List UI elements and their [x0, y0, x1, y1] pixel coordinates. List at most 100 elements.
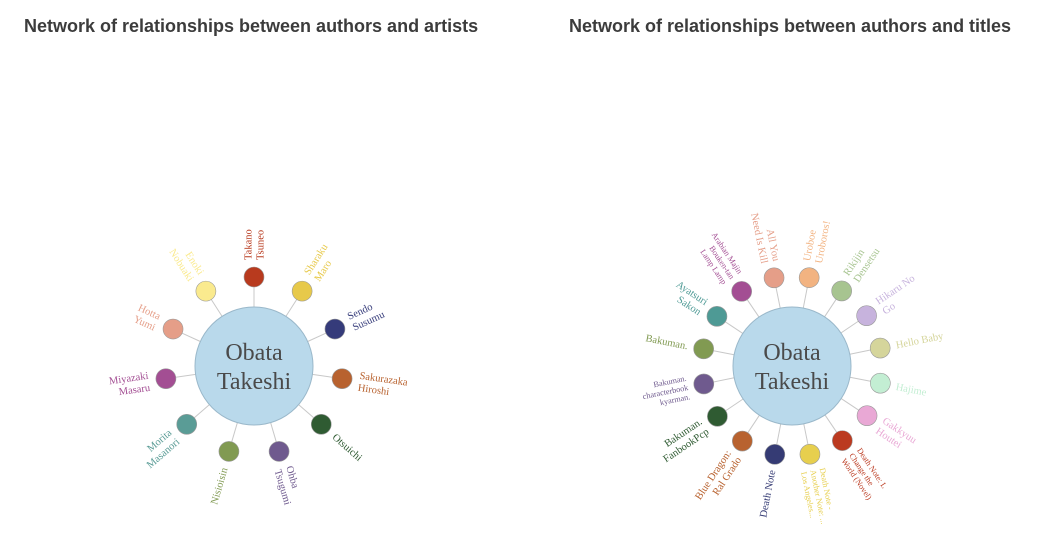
artists-center-label-line: Obata — [225, 340, 283, 366]
titles-gakkyuu-houtei-node[interactable] — [856, 405, 878, 426]
artists-network-title: Network of relationships between authors… — [24, 16, 479, 36]
titles-bakuman-characterbook-kyarman-node[interactable] — [693, 373, 715, 395]
artists-miyazaki-masaru-label: MiyazakiMasaru — [108, 371, 151, 400]
titles-ayatsuri-sakon-label: AyatsuriSakon — [667, 279, 710, 318]
artists-ohba-tsugumi-label: OhbaTsugumi — [272, 465, 304, 507]
titles-bakuman-characterbook-kyarman-edge — [713, 377, 735, 383]
titles-hikaru-no-go-edge — [840, 320, 859, 334]
artists-miyazaki-masaru-node[interactable] — [155, 368, 177, 389]
titles-ayatsuri-sakon-edge — [725, 321, 744, 334]
titles-blue-dragon-ral-grado-label: Blue Dragon:Ral Grado — [693, 449, 744, 509]
artists-hotta-yumi-label: HottaYumi — [131, 303, 162, 334]
artists-takano-tsuneo-label-line: Tsuneo — [256, 230, 267, 260]
titles-arabian-majin-bouken-tan-lamp-lamp-label: Arabian MajinBouken-tanLamp Lamp — [694, 231, 744, 286]
titles-hajime-edge — [849, 376, 871, 382]
artists-miyazaki-masaru-edge — [175, 373, 196, 378]
titles-hello-baby-label-line: Hello Baby — [895, 331, 945, 352]
artists-miyazaki-masaru-label-line: Masaru — [118, 383, 151, 398]
titles-death-note-edge — [776, 423, 782, 445]
titles-death-note-l-change-the-world-novel-edge — [824, 414, 838, 433]
artists-hotta-yumi-node[interactable] — [162, 318, 184, 340]
artists-sendo-susumu-label: SendoSusumu — [346, 298, 387, 333]
titles-blue-dragon-ral-grado-node[interactable] — [732, 430, 753, 452]
titles-uroboe-uroboros-label-line: Uroboros! — [814, 220, 833, 264]
titles-bakuman-node[interactable] — [693, 338, 714, 360]
artists-nisioisin-label: Nisioisin — [209, 466, 230, 506]
artists-sendo-susumu-edge — [307, 332, 327, 342]
titles-death-note-l-change-the-world-novel-label: Death Note: LChange theWorld (Novel) — [839, 446, 889, 501]
titles-bakuman-label: Bakuman. — [645, 333, 689, 352]
artists-takano-tsuneo-node[interactable] — [243, 266, 265, 288]
titles-bakuman-characterbook-kyarman-label: Bakuman.characterbookkyarman. — [640, 374, 692, 411]
titles-gakkyuu-houtei-label: GakkyuuHoutei — [873, 416, 918, 457]
titles-rikijin-densetsu-edge — [824, 299, 837, 318]
titles-uroboe-uroboros-edge — [802, 287, 808, 309]
titles-bakuman-fanbookpcp-node[interactable] — [707, 406, 728, 427]
artists-enoki-nobuaki-label: EnokiNobuaki — [166, 241, 205, 284]
titles-all-you-need-is-kill-node[interactable] — [763, 267, 785, 289]
artists-center-label-line: Takeshi — [217, 369, 292, 395]
artists-morita-masanori-edge — [193, 404, 210, 419]
titles-hello-baby-edge — [849, 349, 871, 355]
artists-sendo-susumu-node[interactable] — [324, 318, 346, 340]
artists-morita-masanori-node[interactable] — [176, 413, 198, 435]
titles-rikijin-densetsu-label: RikijinDensetsu — [842, 239, 883, 284]
artists-enoki-nobuaki-edge — [210, 299, 223, 317]
artists-takano-tsuneo-label-line: Takano — [244, 229, 255, 260]
titles-ayatsuri-sakon-node[interactable] — [706, 306, 728, 327]
artists-otsuichi-node[interactable] — [310, 413, 332, 435]
artists-ohba-tsugumi-node[interactable] — [268, 441, 290, 462]
titles-rikijin-densetsu-node[interactable] — [831, 280, 852, 302]
titles-bakuman-label-line: Bakuman. — [645, 333, 689, 352]
titles-all-you-need-is-kill-edge — [775, 287, 781, 309]
titles-death-note-another-note-los-angeles-label: Death Note -Another Note: ...Los Angeles… — [799, 467, 837, 527]
artists-network-graph: TakanoTsuneo SharakuMaroSendoSusumuSakura… — [108, 229, 409, 507]
titles-death-note-another-note-los-angeles-edge — [803, 423, 809, 445]
titles-blue-dragon-ral-grado-edge — [747, 414, 760, 433]
artists-otsuichi-label: Otsuichi — [330, 432, 364, 464]
artists-sakurazaka-hiroshi-label: SakurazakaHiroshi — [357, 371, 409, 401]
artists-sharaku-maro-label: SharakuMaro — [303, 242, 341, 284]
titles-death-note-node[interactable] — [764, 444, 786, 465]
artists-enoki-nobuaki-node[interactable] — [195, 280, 217, 302]
titles-bakuman-fanbookpcp-edge — [725, 398, 744, 412]
artists-center-node[interactable] — [194, 306, 314, 426]
artists-sakurazaka-hiroshi-edge — [312, 373, 333, 378]
titles-hello-baby-label: Hello Baby — [895, 331, 945, 352]
titles-bakuman-edge — [713, 350, 735, 356]
artists-ohba-tsugumi-edge — [270, 422, 277, 442]
titles-gakkyuu-houtei-edge — [840, 398, 859, 411]
artists-sharaku-maro-edge — [285, 299, 298, 317]
titles-death-note-another-note-los-angeles-node[interactable] — [799, 443, 821, 465]
titles-hello-baby-node[interactable] — [869, 337, 891, 359]
titles-center-label-line: Obata — [763, 340, 821, 366]
artists-hotta-yumi-edge — [181, 332, 201, 342]
titles-uroboe-uroboros-node[interactable] — [798, 267, 820, 288]
titles-uroboe-uroboros-label: UroboeUroboros! — [802, 218, 833, 265]
titles-center-node[interactable] — [732, 306, 852, 426]
artists-sakurazaka-hiroshi-node[interactable] — [331, 368, 353, 389]
artists-nisioisin-node[interactable] — [218, 441, 240, 462]
titles-arabian-majin-bouken-tan-lamp-lamp-edge — [746, 299, 760, 318]
titles-death-note-l-change-the-world-novel-node[interactable] — [832, 430, 853, 451]
titles-hajime-label-line: Hajime — [895, 382, 928, 399]
titles-death-note-label-line: Death Note — [758, 469, 778, 519]
artists-takano-tsuneo-label: TakanoTsuneo — [244, 229, 267, 260]
artists-nisioisin-edge — [231, 422, 238, 442]
titles-center-label-line: Takeshi — [755, 369, 830, 395]
titles-bakuman-fanbookpcp-label: Bakuman.FanbookPcp — [655, 417, 711, 465]
titles-arabian-majin-bouken-tan-lamp-lamp-node[interactable] — [731, 281, 752, 302]
titles-all-you-need-is-kill-label: All YouNeed Is Kill — [748, 210, 781, 266]
titles-hikaru-no-go-node[interactable] — [856, 305, 877, 326]
artists-otsuichi-label-line: Otsuichi — [330, 432, 364, 464]
artists-nisioisin-label-line: Nisioisin — [209, 466, 230, 506]
titles-hajime-node[interactable] — [870, 372, 891, 394]
titles-death-note-label: Death Note — [758, 469, 778, 519]
titles-hikaru-no-go-label-line: Hikaru No — [874, 273, 917, 307]
titles-hikaru-no-go-label: Hikaru NoGo — [874, 273, 924, 317]
artists-morita-masanori-label: MoritaMasanori — [137, 427, 182, 471]
artists-sharaku-maro-node[interactable] — [291, 280, 313, 302]
